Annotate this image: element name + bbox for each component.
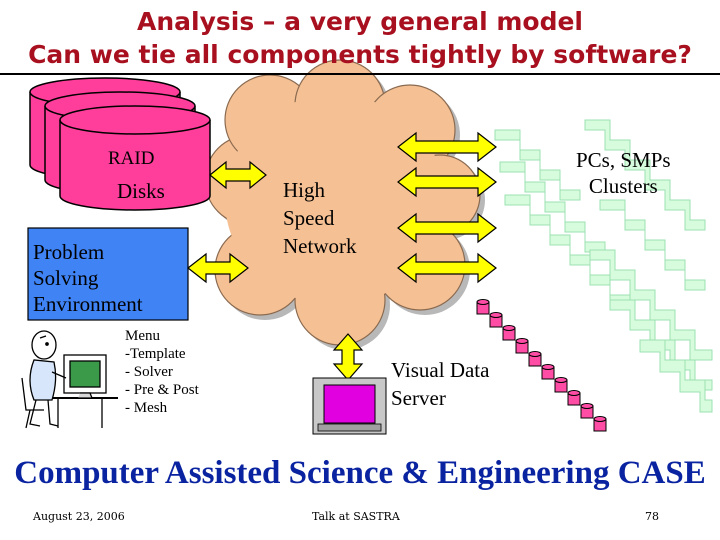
arrow-network-pcs-2 xyxy=(397,166,497,198)
arrow-network-pcs-4 xyxy=(397,252,497,284)
raid-label: RAID xyxy=(108,148,155,169)
vds-label: Visual Data Server xyxy=(391,358,490,410)
cluster-disk xyxy=(593,416,607,432)
person-at-computer-icon xyxy=(21,330,118,429)
footer-date: August 23, 2006 xyxy=(33,510,125,523)
cluster-node xyxy=(639,339,713,413)
title-line-2: Can we tie all components tightly by sof… xyxy=(28,40,692,69)
cluster-disk xyxy=(580,403,594,419)
cluster-disk xyxy=(541,364,555,380)
title-rule xyxy=(0,73,720,75)
network-label: High Speed Network xyxy=(283,178,357,258)
cluster-disk xyxy=(567,390,581,406)
pcs-label: PCs, SMPs Clusters xyxy=(576,148,671,198)
menu-label: Menu -Template - Solver - Pre & Post - M… xyxy=(125,328,199,416)
footer-page-number: 78 xyxy=(645,510,659,523)
cluster-disk xyxy=(489,312,503,328)
cluster-disk xyxy=(476,299,490,315)
raid-disk xyxy=(59,105,211,211)
cluster-node xyxy=(599,199,706,291)
cluster-disks xyxy=(476,299,607,432)
disks-label: Disks xyxy=(117,179,165,203)
cluster-disk xyxy=(528,351,542,367)
pse-box xyxy=(27,227,189,321)
cluster-nodes xyxy=(494,119,713,413)
cluster-disk xyxy=(502,325,516,341)
cluster-disk xyxy=(515,338,529,354)
pse-label: Problem Solving Environment xyxy=(33,240,143,316)
case-caption: Computer Assisted Science & Engineering … xyxy=(14,455,706,491)
footer-talk: Talk at SASTRA xyxy=(312,510,400,523)
cluster-node xyxy=(494,129,581,201)
arrow-raid-network xyxy=(209,160,267,190)
server-monitor xyxy=(312,377,387,435)
arrow-network-pcs-3 xyxy=(397,212,497,244)
cluster-node xyxy=(589,249,713,361)
cluster-disk xyxy=(554,377,568,393)
arrow-pse-network xyxy=(187,252,249,284)
cluster-node xyxy=(584,119,706,231)
title-line-1: Analysis – a very general model xyxy=(137,7,583,36)
raid-disks xyxy=(29,77,211,211)
arrow-network-pcs-1 xyxy=(397,131,497,163)
arrows xyxy=(187,131,497,381)
